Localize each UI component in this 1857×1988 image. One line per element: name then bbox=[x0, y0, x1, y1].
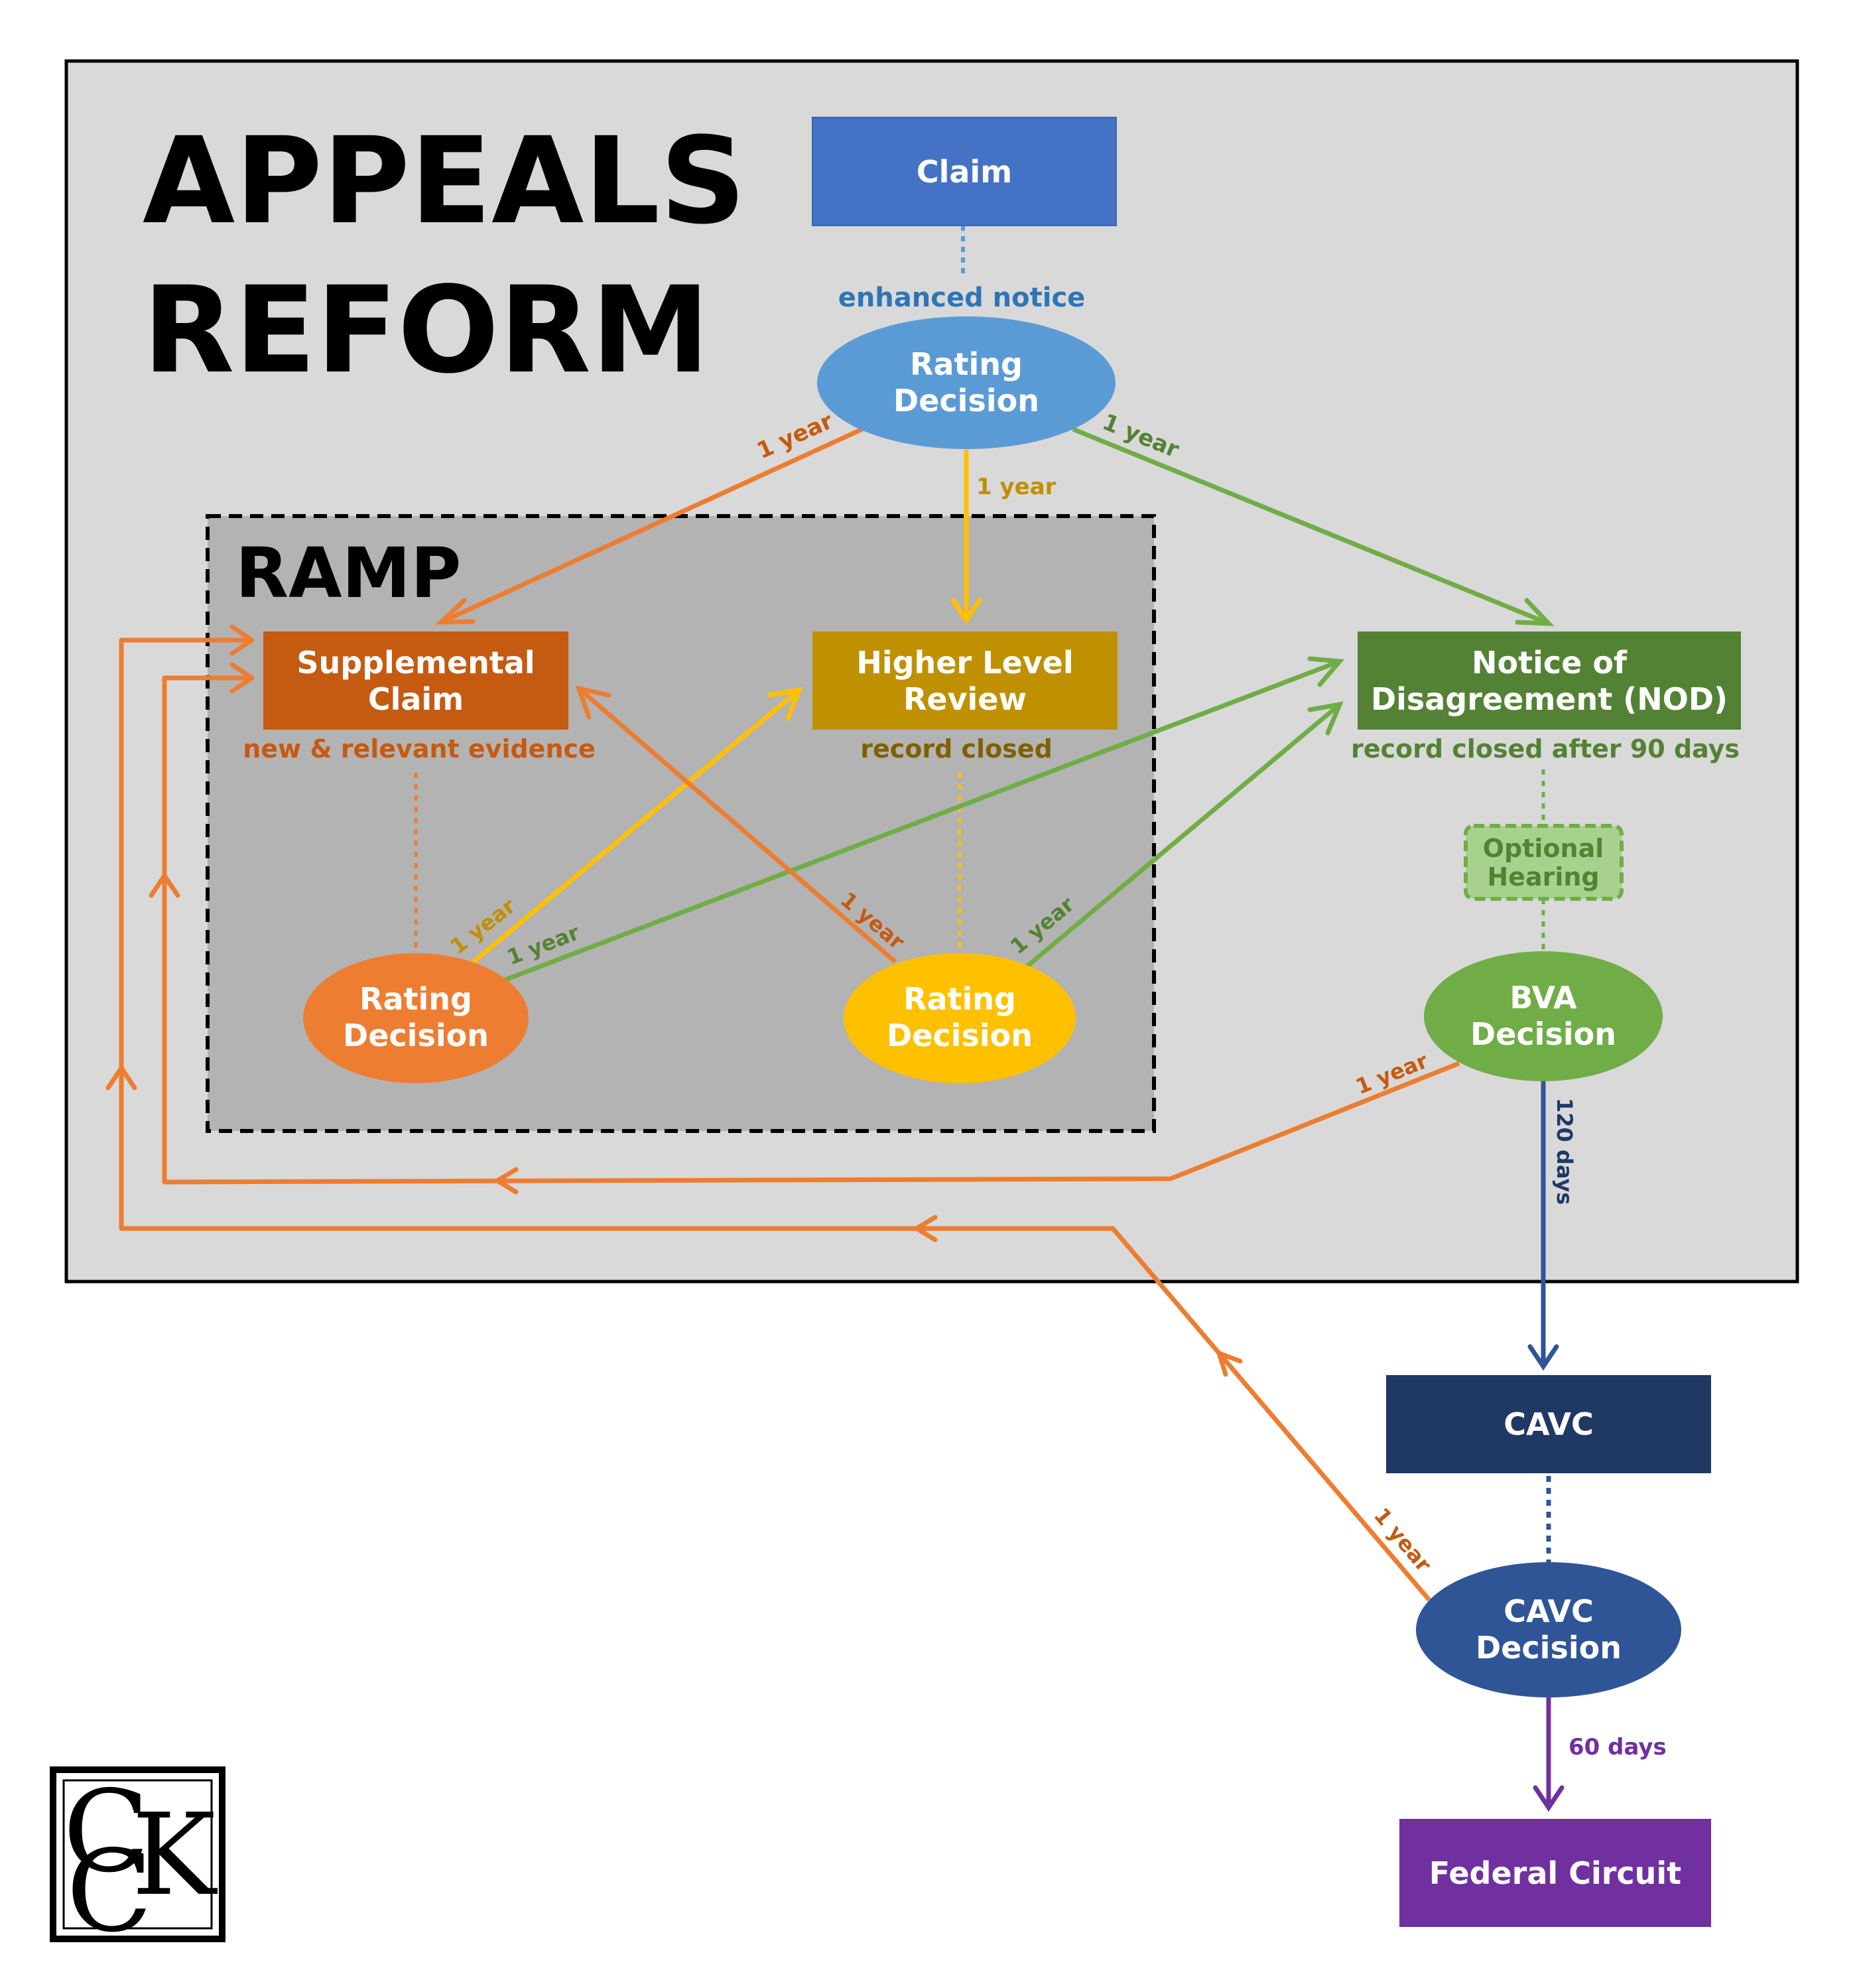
label-top-to-hlr: 1 year bbox=[976, 474, 1057, 500]
record-closed-90-note: record closed after 90 days bbox=[1351, 734, 1740, 763]
svg-text:Decision: Decision bbox=[893, 383, 1039, 419]
ramp-label: RAMP bbox=[235, 533, 461, 614]
hlr-rating-decision: Rating Decision bbox=[844, 953, 1076, 1083]
arrow-sc-rating-to-hlr bbox=[468, 687, 803, 967]
arrow-cavc-decision-to-fed bbox=[1533, 1695, 1565, 1812]
enhanced-notice-note: enhanced notice bbox=[838, 283, 1086, 313]
svg-text:Rating: Rating bbox=[359, 981, 472, 1017]
svg-text:C: C bbox=[63, 1766, 149, 1898]
sc-rating-decision: Rating Decision bbox=[303, 953, 529, 1083]
title-line1: APPEALS bbox=[143, 112, 746, 251]
svg-text:BVA: BVA bbox=[1509, 980, 1577, 1016]
svg-text:Disagreement (NOD): Disagreement (NOD) bbox=[1371, 681, 1728, 717]
svg-text:Decision: Decision bbox=[1470, 1016, 1616, 1052]
arrow-top-to-supplemental bbox=[434, 427, 864, 625]
svg-text:K: K bbox=[131, 1790, 218, 1921]
optional-hearing-box: Optional Hearing bbox=[1464, 824, 1624, 901]
label-bva-to-cavc: 120 days bbox=[1552, 1098, 1577, 1205]
svg-text:CAVC: CAVC bbox=[1504, 1593, 1594, 1629]
title-line2: REFORM bbox=[143, 261, 710, 400]
svg-text:C: C bbox=[66, 1826, 153, 1957]
arrow-hlr-rating-to-supplemental bbox=[575, 685, 897, 964]
nod-box: Notice of Disagreement (NOD) bbox=[1358, 631, 1741, 730]
svg-text:Rating: Rating bbox=[903, 981, 1016, 1017]
record-closed-note: record closed bbox=[860, 734, 1053, 763]
cavc-decision: CAVC Decision bbox=[1416, 1562, 1681, 1697]
arrow-bva-to-supplemental bbox=[149, 662, 1460, 1195]
svg-text:Claim: Claim bbox=[368, 681, 464, 717]
svg-text:Hearing: Hearing bbox=[1487, 862, 1599, 892]
svg-text:CAVC: CAVC bbox=[1504, 1406, 1594, 1442]
arrow-top-to-hlr bbox=[950, 450, 982, 625]
svg-text:Higher Level: Higher Level bbox=[856, 645, 1073, 681]
arrow-hlr-rating-to-nod bbox=[1024, 701, 1344, 969]
svg-text:Decision: Decision bbox=[343, 1018, 489, 1053]
new-evidence-note: new & relevant evidence bbox=[243, 734, 596, 763]
svg-text:Decision: Decision bbox=[1476, 1630, 1622, 1666]
arrow-top-to-nod bbox=[1072, 427, 1555, 626]
svg-text:Decision: Decision bbox=[887, 1018, 1033, 1053]
claim-box: Claim bbox=[812, 117, 1117, 226]
svg-text:Notice of: Notice of bbox=[1472, 645, 1628, 681]
cavc-box: CAVC bbox=[1386, 1375, 1711, 1473]
label-cavc-to-fed: 60 days bbox=[1569, 1734, 1667, 1760]
svg-text:Review: Review bbox=[903, 681, 1027, 717]
svg-text:Rating: Rating bbox=[910, 346, 1023, 382]
svg-text:Federal Circuit: Federal Circuit bbox=[1429, 1855, 1681, 1891]
bva-decision: BVA Decision bbox=[1424, 951, 1663, 1081]
svg-text:Claim: Claim bbox=[917, 154, 1012, 190]
supplemental-claim-box: Supplemental Claim bbox=[263, 631, 568, 730]
cck-logo: C C K bbox=[50, 1766, 225, 1957]
arrow-bva-to-cavc bbox=[1527, 1078, 1559, 1371]
arrow-sc-rating-to-nod bbox=[504, 656, 1345, 982]
arrow-cavc-to-supplemental bbox=[105, 624, 1431, 1602]
svg-text:Optional: Optional bbox=[1483, 834, 1604, 863]
federal-circuit-box: Federal Circuit bbox=[1399, 1819, 1711, 1927]
top-rating-decision: Rating Decision bbox=[817, 316, 1116, 449]
svg-text:Supplemental: Supplemental bbox=[296, 645, 535, 681]
higher-level-review-box: Higher Level Review bbox=[812, 631, 1118, 730]
